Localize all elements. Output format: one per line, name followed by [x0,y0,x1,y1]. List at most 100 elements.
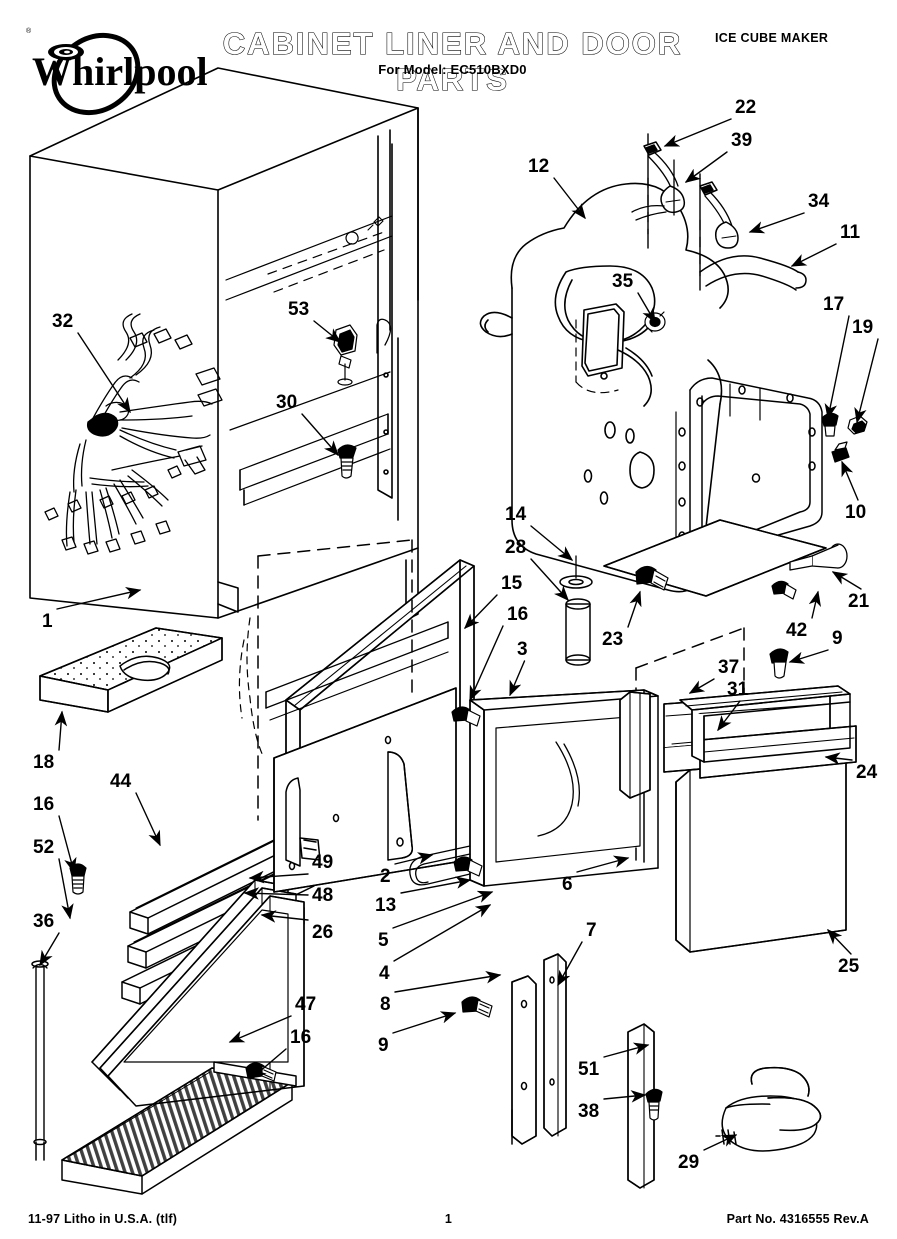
side-trim-37 [619,691,651,799]
callout-number: 5 [378,930,389,951]
callout-leader-16 [250,1048,287,1079]
callout-leader-24 [824,752,853,765]
callout-leader-35 [637,292,656,324]
callout-number: 19 [852,317,873,338]
washer-14 [559,555,593,589]
callout-leader-23 [627,590,642,628]
callout-leader-42 [808,590,821,619]
category-label: ICE CUBE MAKER [715,31,829,45]
callout-leader-1 [56,586,142,610]
hinge-plate-4 [511,975,537,1145]
callout-leader-6 [576,855,630,873]
callout-leader-34 [748,212,805,234]
insulation-pad-1 [39,627,223,713]
callout-leader-52 [58,858,74,920]
callout-number: 52 [33,837,54,858]
callout-number: 30 [276,392,297,413]
part-number: Part No. 4316555 Rev.A [726,1212,869,1226]
callout-number: 47 [295,994,316,1015]
callout-number: 32 [52,311,73,332]
callout-leader-22 [663,118,732,147]
callout-number: 2 [380,866,391,887]
clip-10 [831,441,850,463]
callout-leader-49 [248,870,309,884]
callout-leader-12 [553,177,586,220]
drain-hose-11 [699,255,807,291]
callout-number: 53 [288,299,309,320]
callout-number: 12 [528,156,549,177]
screw-17 [821,412,839,437]
model-subtitle: For Model: EC510BXD0 [378,62,527,77]
callout-leader-4 [393,904,492,962]
callout-leader-36 [39,932,60,967]
callout-number: 42 [786,620,807,641]
callout-leader-29 [703,1134,738,1151]
clip-53 [333,324,358,386]
callout-number: 17 [823,294,844,315]
callout-number: 39 [731,130,752,151]
callout-leader-37 [688,678,715,694]
callout-number: 25 [838,956,860,977]
callout-number: 28 [505,537,526,558]
callout-number: 4 [379,963,390,984]
callout-number: 31 [727,679,749,700]
screw-42 [771,580,797,600]
liner-frame-center [265,559,475,893]
callout-leader-10 [841,460,859,501]
door-handle-29 [715,1066,822,1152]
callout-number: 1 [42,611,53,632]
callout-leader-9 [392,1011,457,1034]
callout-leader-39 [684,151,728,183]
callout-leader-5 [392,890,494,929]
callout-number: 7 [586,920,597,941]
callout-leader-11 [790,243,837,267]
callout-number: 14 [505,504,527,525]
callout-leader-14 [530,525,574,561]
spacer-28 [565,598,591,666]
callout-leader-15 [464,594,498,630]
litho-text: 11-97 Litho in U.S.A. (tlf) [28,1212,178,1226]
callout-number: 13 [375,895,396,916]
bushing-21 [789,543,848,571]
screw-23 [635,565,669,591]
callout-leader-8 [394,971,502,993]
svg-text:®: ® [26,27,32,35]
callout-leader-7 [557,941,583,987]
callout-number: 34 [808,191,830,212]
callout-number: 8 [380,994,391,1015]
callout-leader-18 [54,710,68,751]
screw-13 [453,856,483,877]
callout-number: 51 [578,1059,600,1080]
callout-number: 3 [517,639,528,660]
cabinet-box [29,67,419,621]
callout-number: 16 [33,794,54,815]
callout-leader-26 [260,910,309,923]
screw-16-center [451,706,481,727]
callout-number: 24 [856,762,878,783]
page-title: CABINET LINER AND DOOR PARTS [222,25,683,97]
callout-leader-48 [243,887,309,900]
callout-leader-38 [603,1090,647,1103]
callout-number: 9 [832,628,843,649]
fastener-30 [337,444,357,479]
callout-number: 16 [290,1027,311,1048]
callout-number: 10 [845,502,866,523]
callout-leader-44 [135,792,161,847]
callout-number: 35 [612,271,634,292]
callout-leader-9 [788,649,829,664]
callout-number: 6 [562,874,573,895]
hinge-bar-51 [627,1023,655,1189]
callout-number: 22 [735,97,756,118]
callout-leader-28 [530,558,569,602]
callout-number: 29 [678,1152,699,1173]
callout-leader-17 [824,315,850,420]
callout-leader-13 [400,876,472,894]
callout-leader-53 [313,320,342,343]
hinge-arms [631,133,739,291]
callout-leader-16 [469,625,504,702]
callout-number: 48 [312,885,333,906]
callout-number: 11 [840,222,861,243]
callout-number: 26 [312,922,333,943]
callout-number: 21 [848,591,870,612]
